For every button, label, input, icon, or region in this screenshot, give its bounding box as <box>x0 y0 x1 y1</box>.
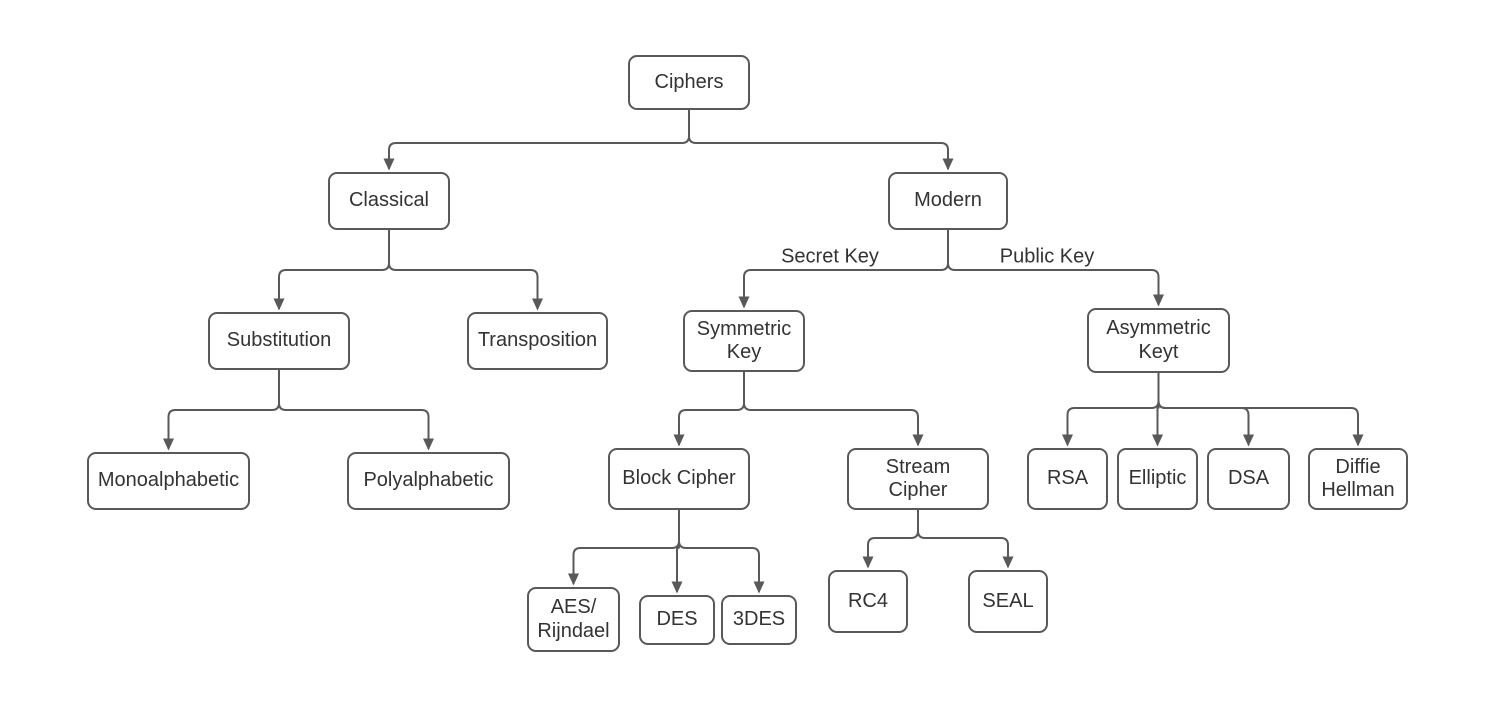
node-aes-rijndael: AES/ Rijndael <box>527 587 620 652</box>
node-rsa: RSA <box>1027 448 1108 510</box>
node-des: DES <box>639 595 715 645</box>
edge-asymmetric-keyt-to-elliptic <box>1152 373 1163 447</box>
node-label-substitution: Substitution <box>226 329 332 352</box>
node-label-monoalphabetic: Monoalphabetic <box>97 469 240 492</box>
node-label-dsa: DSA <box>1227 467 1270 490</box>
edge-block-cipher-to-3des <box>678 510 765 594</box>
edge-modern-to-asymmetric-keyt <box>947 230 1164 307</box>
node-label-block-cipher: Block Cipher <box>622 467 736 490</box>
node-label-seal: SEAL <box>982 589 1034 612</box>
edge-label-public-key: Public Key <box>999 245 1095 268</box>
node-monoalphabetic: Monoalphabetic <box>87 452 250 510</box>
node-label-aes-rijndael: AES/ Rijndael <box>537 596 610 642</box>
edge-symmetric-key-to-stream-cipher <box>743 372 924 447</box>
node-label-classical: Classical <box>348 189 430 212</box>
node-label-polyalphabetic: Polyalphabetic <box>363 469 494 492</box>
node-symmetric-key: Symmetric Key <box>683 310 805 372</box>
node-modern: Modern <box>888 172 1008 230</box>
node-label-3des: 3DES <box>732 608 786 631</box>
node-substitution: Substitution <box>208 312 350 370</box>
node-diffie-hellman: Diffie Hellman <box>1308 448 1408 510</box>
node-asymmetric-keyt: Asymmetric Keyt <box>1087 308 1230 373</box>
edge-asymmetric-keyt-to-rsa <box>1062 373 1160 447</box>
node-elliptic: Elliptic <box>1117 448 1198 510</box>
edge-block-cipher-to-aes-rijndael <box>568 510 680 586</box>
node-ciphers: Ciphers <box>628 55 750 110</box>
node-seal: SEAL <box>968 570 1048 633</box>
edge-substitution-to-polyalphabetic <box>278 370 434 451</box>
edge-modern-to-symmetric-key <box>738 230 949 309</box>
edge-ciphers-to-modern <box>688 110 954 171</box>
node-rc4: RC4 <box>828 570 908 633</box>
edge-asymmetric-keyt-to-diffie-hellman <box>1157 373 1364 447</box>
node-polyalphabetic: Polyalphabetic <box>347 452 510 510</box>
node-label-symmetric-key: Symmetric Key <box>696 317 792 363</box>
edge-block-cipher-to-des <box>671 510 683 594</box>
node-stream-cipher: Stream Cipher <box>847 448 989 510</box>
node-label-elliptic: Elliptic <box>1128 467 1187 490</box>
edge-symmetric-key-to-block-cipher <box>673 372 745 447</box>
edge-stream-cipher-to-rc4 <box>862 510 919 569</box>
edge-label-secret-key: Secret Key <box>781 245 879 268</box>
node-block-cipher: Block Cipher <box>608 448 750 510</box>
node-label-transposition: Transposition <box>477 329 598 352</box>
edge-classical-to-substitution <box>273 230 390 311</box>
node-label-modern: Modern <box>914 189 982 212</box>
edge-stream-cipher-to-seal <box>917 510 1014 569</box>
edge-classical-to-transposition <box>388 230 543 311</box>
node-label-des: DES <box>656 608 698 631</box>
node-classical: Classical <box>328 172 450 230</box>
node-3des: 3DES <box>721 595 797 645</box>
edge-ciphers-to-classical <box>383 110 690 171</box>
node-dsa: DSA <box>1207 448 1290 510</box>
node-transposition: Transposition <box>467 312 608 370</box>
edge-substitution-to-monoalphabetic <box>163 370 280 451</box>
node-label-stream-cipher: Stream Cipher <box>885 455 951 501</box>
node-label-diffie-hellman: Diffie Hellman <box>1321 455 1395 501</box>
node-label-rc4: RC4 <box>847 589 888 612</box>
node-label-ciphers: Ciphers <box>654 70 724 93</box>
node-label-asymmetric-keyt: Asymmetric Keyt <box>1106 317 1211 363</box>
node-label-rsa: RSA <box>1046 467 1089 490</box>
